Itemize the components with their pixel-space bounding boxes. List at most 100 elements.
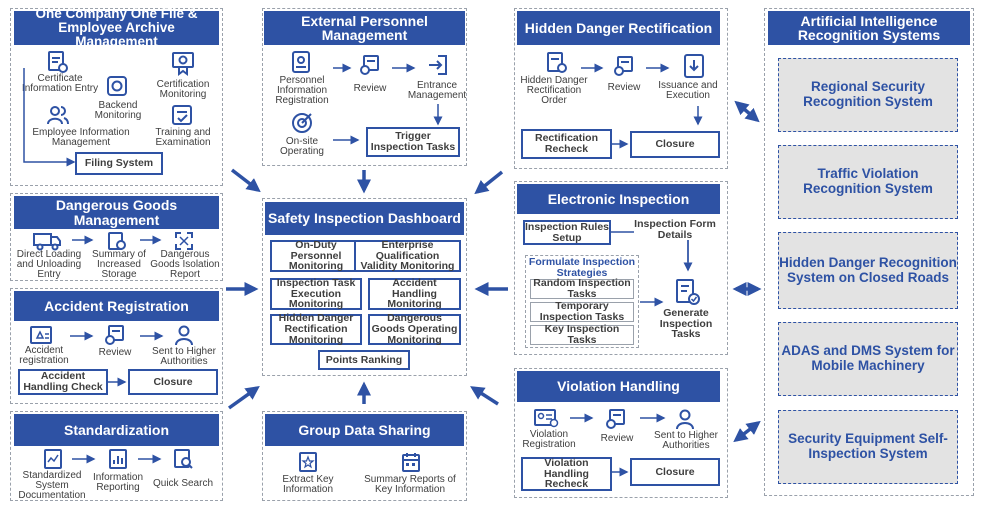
issuance-execution-label: Issuance and Execution <box>658 80 718 102</box>
external-review-label: Review <box>353 83 387 94</box>
external-panel <box>262 8 467 166</box>
generate-tasks-label: Generate Inspection Tasks <box>659 307 713 341</box>
users-icon <box>46 104 70 126</box>
ai-system-regional: Regional Security Recognition System <box>778 58 958 132</box>
violation-sent-label: Sent to Higher Authorities <box>654 430 718 452</box>
strategies-frame <box>525 255 639 348</box>
review-icon <box>612 55 636 77</box>
hidden-closure-box: Closure <box>630 131 720 158</box>
points-ranking-cell: Points Ranking <box>318 350 410 370</box>
entrance-management-label: Entrance Management <box>407 80 467 102</box>
monitor-icon <box>105 74 129 98</box>
group-sharing-title: Group Data Sharing <box>265 414 464 446</box>
external-title: External Personnel Management <box>264 11 465 45</box>
dangerous-goods-title: Dangerous Goods Management <box>14 196 219 229</box>
system-documentation-label: Standardized System Documentation <box>18 470 86 502</box>
quick-search-label: Quick Search <box>152 478 214 489</box>
dangerous-goods-panel <box>10 193 223 281</box>
person-icon <box>174 324 194 346</box>
checklist-icon <box>673 278 701 306</box>
accident-closure-box: Closure <box>128 369 218 395</box>
summary-storage-label: Summary of Increased Storage <box>92 249 146 281</box>
temporary-tasks-box: Temporary Inspection Tasks <box>530 301 634 322</box>
violation-closure-box: Closure <box>630 458 720 486</box>
on-duty-cell: On-Duty Personnel Monitoring <box>270 240 362 272</box>
electronic-title: Electronic Inspection <box>517 184 720 214</box>
download-doc-icon <box>682 53 706 79</box>
rectification-order-label: Hidden Danger Rectification Order <box>520 75 588 107</box>
target-icon <box>290 111 314 135</box>
violation-registration-label: Violation Registration <box>522 429 576 451</box>
truck-icon <box>32 231 62 251</box>
qualification-cell: Enterprise Qualification Validity Monito… <box>354 240 461 272</box>
accident-panel <box>10 288 223 404</box>
certificate-entry-label: Certificate Information Entry <box>21 73 99 95</box>
warning-card-icon <box>29 325 53 345</box>
entrance-icon <box>426 53 450 77</box>
key-tasks-box: Key Inspection Tasks <box>530 324 634 345</box>
calendar-icon <box>400 451 422 473</box>
inspection-rules-box: Inspection Rules Setup <box>523 220 611 245</box>
star-doc-icon <box>297 451 319 473</box>
violation-review-label: Review <box>600 433 634 444</box>
onsite-operating-label: On-site Operating <box>280 136 324 158</box>
personnel-registration-label: Personnel Information Registration <box>275 75 329 107</box>
filing-system-box: Filing System <box>75 152 163 175</box>
trigger-tasks-box: Trigger Inspection Tasks <box>366 127 460 157</box>
dangerous-goods-cell: Dangerous Goods Operating Monitoring <box>368 313 461 345</box>
ai-system-equipment: Security Equipment Self-Inspection Syste… <box>778 410 958 484</box>
person-icon <box>675 408 695 430</box>
search-doc-icon <box>172 448 194 470</box>
ai-system-closed-roads: Hidden Danger Recognition System on Clos… <box>778 232 958 309</box>
accident-sent-label: Sent to Higher Authorities <box>152 346 216 368</box>
isolation-report-label: Dangerous Goods Isolation Report <box>150 249 220 281</box>
ai-system-traffic: Traffic Violation Recognition System <box>778 145 958 219</box>
id-badge-icon <box>290 50 312 74</box>
storage-doc-icon <box>106 231 128 251</box>
id-card-icon <box>533 408 559 428</box>
violation-panel <box>514 368 728 498</box>
hidden-review-label: Review <box>607 82 641 93</box>
inspection-execution-cell: Inspection Task Execution Monitoring <box>270 278 362 310</box>
dashboard-title: Safety Inspection Dashboard <box>265 202 464 235</box>
accident-title: Accident Registration <box>14 291 219 321</box>
group-sharing-panel <box>262 411 467 501</box>
training-icon <box>170 103 194 127</box>
standardization-panel <box>10 411 223 501</box>
accident-review-label: Review <box>98 347 132 358</box>
information-reporting-label: Information Reporting <box>92 472 144 494</box>
accident-handling-check-box: Accident Handling Check <box>18 369 108 395</box>
certification-monitoring-label: Certification Monitoring <box>156 79 210 101</box>
extract-key-label: Extract Key Information <box>282 474 334 496</box>
order-icon <box>544 51 570 75</box>
violation-recheck-box: Violation Handling Recheck <box>521 457 612 491</box>
rectification-recheck-box: Rectification Recheck <box>521 129 612 159</box>
summary-reports-label: Summary Reports of Key Information <box>364 474 456 496</box>
ai-panel <box>764 8 974 496</box>
accident-handling-cell: Accident Handling Monitoring <box>368 278 461 310</box>
ai-system-adas: ADAS and DMS System for Mobile Machinery <box>778 322 958 396</box>
chart-doc-icon <box>42 448 64 470</box>
hidden-danger-title: Hidden Danger Rectification <box>517 11 720 45</box>
electronic-panel <box>514 181 728 355</box>
review-icon <box>103 324 127 346</box>
certification-icon <box>170 50 196 76</box>
strategies-heading: Formulate Inspection Strategies <box>528 256 636 279</box>
dashboard-panel <box>262 198 467 376</box>
archive-panel <box>10 8 223 186</box>
accident-registration-label: Accident registration <box>19 345 69 367</box>
expand-icon <box>174 231 194 251</box>
standardization-title: Standardization <box>14 414 219 446</box>
backend-monitoring-label: Backend Monitoring <box>94 100 142 122</box>
hidden-danger-panel <box>514 8 728 169</box>
review-icon <box>604 408 628 430</box>
violation-title: Violation Handling <box>517 371 720 402</box>
rectification-monitoring-cell: Hidden Danger Rectification Monitoring <box>270 313 362 345</box>
ai-title: Artificial Intelligence Recognition Syst… <box>768 11 970 45</box>
form-details-label: Inspection Form Details <box>634 218 716 241</box>
random-tasks-box: Random Inspection Tasks <box>530 278 634 299</box>
review-icon <box>358 54 382 76</box>
training-exam-label: Training and Examination <box>155 127 211 149</box>
direct-loading-label: Direct Loading and Unloading Entry <box>16 249 82 281</box>
archive-title: One Company One File & Employee Archive … <box>14 7 219 48</box>
